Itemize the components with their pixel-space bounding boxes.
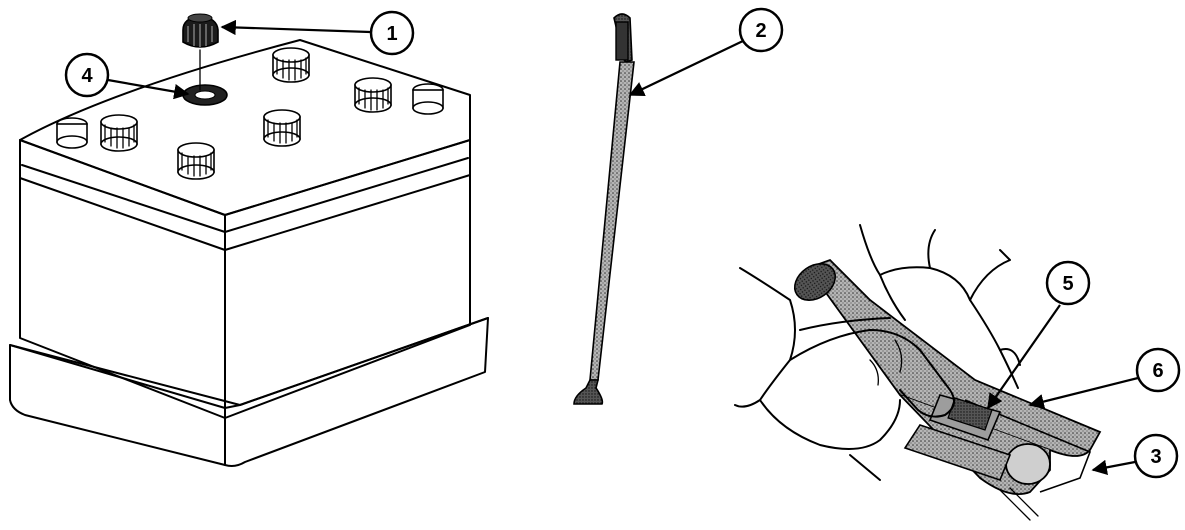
battery-cap: [101, 115, 137, 151]
leader-2: [630, 40, 745, 95]
callout-6: 6: [1137, 349, 1179, 391]
callout-4: 4: [66, 54, 108, 96]
hydrometer: [574, 14, 634, 404]
leader-6: [1030, 378, 1138, 405]
battery-cap: [273, 48, 309, 82]
callout-2: 2: [740, 9, 782, 51]
callout-2-label: 2: [755, 20, 766, 42]
vent-cap-removed: [183, 14, 218, 90]
battery-cap: [264, 110, 300, 146]
battery-cap: [355, 78, 391, 112]
leader-3: [1093, 462, 1135, 470]
battery-cap: [413, 84, 443, 114]
callout-4-label: 4: [81, 65, 93, 87]
callout-1-label: 1: [386, 23, 397, 45]
battery-cap: [57, 118, 87, 148]
callout-6-label: 6: [1152, 360, 1163, 382]
callout-5-label: 5: [1062, 273, 1073, 295]
callout-3: 3: [1135, 435, 1177, 477]
leader-4: [108, 80, 188, 94]
cell-fill-opening: [183, 85, 227, 105]
callout-1: 1: [371, 12, 413, 54]
callout-3-label: 3: [1150, 446, 1161, 468]
callout-5: 5: [1047, 262, 1089, 304]
battery-cap: [178, 143, 214, 179]
leader-1: [222, 27, 370, 32]
leader-5: [988, 305, 1060, 408]
